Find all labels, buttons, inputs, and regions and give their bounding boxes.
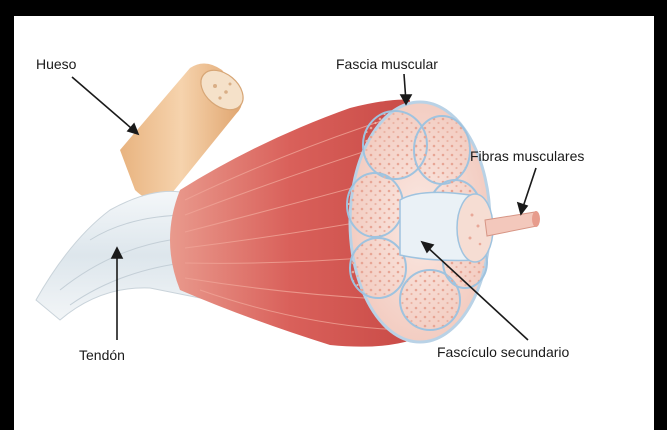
fibras-leader-line	[522, 168, 536, 210]
muscle-cross-section	[347, 102, 540, 342]
hueso-leader-line	[72, 77, 138, 134]
label-fibras-musculares: Fibras musculares	[470, 148, 656, 164]
label-fasciculo-secundario: Fascículo secundario	[437, 344, 569, 360]
fibras-arrowhead	[518, 203, 527, 214]
label-hueso: Hueso	[36, 56, 76, 72]
hueso-arrowhead	[128, 124, 138, 134]
label-fascia-muscular: Fascia muscular	[336, 56, 438, 72]
label-tendon: Tendón	[79, 347, 125, 363]
